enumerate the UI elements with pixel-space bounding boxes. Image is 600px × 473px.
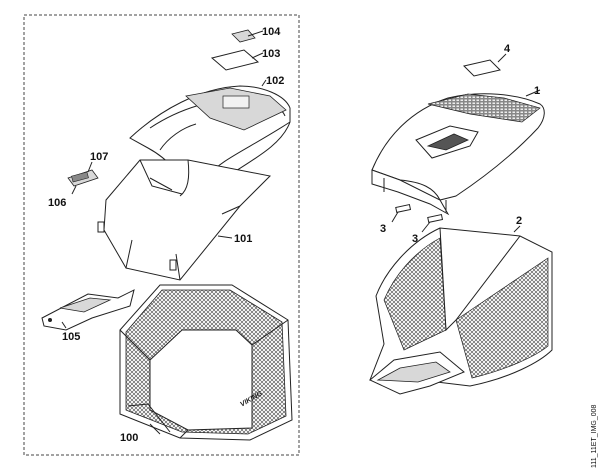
callout-4: 4	[504, 43, 511, 55]
callout-1: 1	[534, 85, 540, 97]
part-106-clip	[67, 161, 99, 195]
callout-100: 100	[120, 432, 138, 444]
part-4-flap	[463, 53, 507, 77]
callout-101: 101	[234, 233, 252, 245]
part-100-basket-frame	[119, 284, 293, 441]
callout-102: 102	[266, 75, 284, 87]
part-105-chute	[41, 289, 135, 331]
callout-3-right: 3	[412, 233, 418, 245]
part-101-grass-bag	[97, 159, 272, 281]
part-2-grass-basket	[369, 225, 553, 395]
callout-3-left: 3	[380, 223, 386, 235]
image-id-caption: 111_11ET_IMG_008	[591, 404, 598, 468]
callout-107: 107	[90, 151, 108, 163]
callout-106: 106	[48, 197, 66, 209]
callout-103: 103	[262, 48, 280, 60]
callout-105: 105	[62, 331, 80, 343]
part-3-pins	[391, 203, 444, 233]
part-103-flap	[210, 49, 264, 71]
callout-2: 2	[516, 215, 522, 227]
grouping-frame	[23, 14, 300, 456]
callout-104: 104	[262, 26, 281, 38]
part-104-tab	[231, 29, 264, 43]
part-1-top-cover	[371, 89, 545, 216]
